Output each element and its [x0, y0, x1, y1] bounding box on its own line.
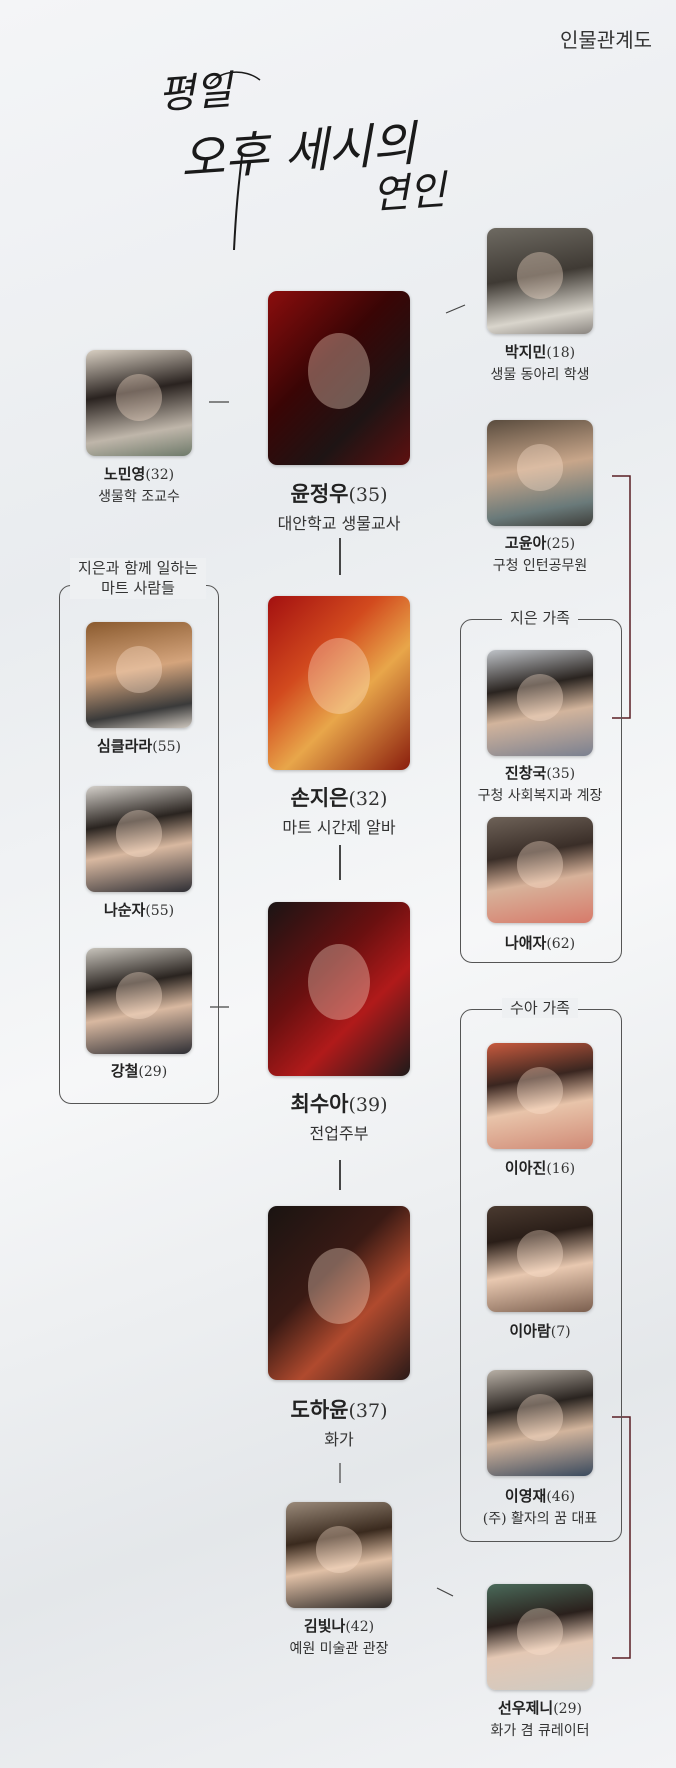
- age: (37): [348, 1400, 388, 1422]
- age: (62): [546, 936, 576, 952]
- label-na-aeja: 나애자(62): [505, 932, 575, 953]
- name: 손지은: [290, 785, 349, 810]
- label-son-jieun: 손지은(32) 마트 시간제 알바: [282, 782, 395, 838]
- name: 윤정우: [290, 481, 349, 506]
- name: 선우제니: [498, 1699, 554, 1717]
- age: (55): [145, 903, 175, 919]
- label-lee-ajin: 이아진(16): [505, 1157, 575, 1178]
- age: (7): [550, 1324, 571, 1340]
- label-jin-changguk: 진창국(35) 구청 사회복지과 계장: [478, 762, 603, 805]
- photo-sunwoo-jenny: [487, 1584, 593, 1690]
- label-kang-chul: 강철(29): [111, 1060, 167, 1081]
- photo-go-yuna: [487, 420, 593, 526]
- age: (42): [345, 1619, 375, 1635]
- jieun-family-label: 지은 가족: [502, 608, 578, 629]
- photo-lee-ajin: [487, 1043, 593, 1149]
- photo-kim-bitna: [286, 1502, 392, 1608]
- role: 생물 동아리 학생: [490, 367, 590, 383]
- name: 나순자: [103, 901, 146, 919]
- name: 이아람: [509, 1322, 551, 1340]
- photo-choi-sua: [268, 902, 410, 1076]
- label-yoon-jungwoo: 윤정우(35) 대안학교 생물교사: [278, 478, 401, 534]
- name: 심클라라: [97, 737, 153, 755]
- name: 최수아: [290, 1091, 349, 1116]
- age: (18): [546, 345, 576, 361]
- role: 화가 겸 큐레이터: [490, 1723, 590, 1739]
- photo-na-aeja: [487, 817, 593, 923]
- name: 김빛나: [303, 1617, 346, 1635]
- name: 강철: [110, 1062, 139, 1080]
- age: (32): [348, 788, 388, 810]
- photo-son-jieun: [268, 596, 410, 770]
- label-shim-clara: 심클라라(55): [97, 735, 181, 756]
- photo-kang-chul: [86, 948, 192, 1054]
- label-kim-bitna: 김빛나(42) 예원 미술관 관장: [289, 1615, 388, 1658]
- photo-shim-clara: [86, 622, 192, 728]
- photo-na-sunja: [86, 786, 192, 892]
- role: 구청 사회복지과 계장: [477, 788, 603, 804]
- name: 고윤아: [504, 534, 547, 552]
- sua-family-label: 수아 가족: [502, 998, 578, 1019]
- label-no-minyoung: 노민영(32) 생물학 조교수: [98, 463, 180, 506]
- age: (55): [152, 739, 181, 755]
- label-na-sunja: 나순자(55): [104, 899, 174, 920]
- role: 화가: [324, 1430, 354, 1449]
- name: 이영재: [504, 1487, 547, 1505]
- age: (25): [546, 536, 576, 552]
- name: 도하윤: [290, 1397, 349, 1422]
- label-choi-sua: 최수아(39) 전업주부: [291, 1088, 388, 1144]
- label-do-hayoon: 도하윤(37) 화가: [291, 1394, 388, 1450]
- title-brush-strokes: [209, 71, 261, 251]
- age: (16): [546, 1161, 576, 1177]
- photo-park-jimin: [487, 228, 593, 334]
- age: (46): [546, 1489, 576, 1505]
- mart-group-label-line2: 마트 사람들: [101, 579, 175, 598]
- mart-group-label: 지은과 함께 일하는 마트 사람들: [70, 558, 206, 599]
- age: (39): [348, 1094, 388, 1116]
- photo-do-hayoon: [268, 1206, 410, 1380]
- photo-lee-youngjae: [487, 1370, 593, 1476]
- age: (35): [546, 766, 576, 782]
- age: (35): [348, 484, 388, 506]
- label-lee-youngjae: 이영재(46) (주) 활자의 꿈 대표: [483, 1485, 597, 1528]
- name: 노민영: [103, 465, 146, 483]
- role: 대안학교 생물교사: [277, 514, 401, 533]
- photo-lee-aram: [487, 1206, 593, 1312]
- age: (32): [145, 467, 175, 483]
- role: 예원 미술관 관장: [289, 1641, 389, 1657]
- role: (주) 활자의 꿈 대표: [482, 1511, 598, 1527]
- mart-group-label-line1: 지은과 함께 일하는: [78, 559, 198, 577]
- name: 이아진: [504, 1159, 547, 1177]
- age: (29): [138, 1064, 168, 1080]
- role: 마트 시간제 알바: [282, 818, 396, 837]
- role: 전업주부: [309, 1124, 369, 1143]
- name: 진창국: [504, 764, 547, 782]
- name: 나애자: [504, 934, 547, 952]
- line-jungwoo-jimin: [445, 304, 466, 314]
- label-park-jimin: 박지민(18) 생물 동아리 학생: [490, 341, 589, 384]
- name: 박지민: [504, 343, 547, 361]
- label-lee-aram: 이아람(7): [509, 1320, 570, 1341]
- label-go-yuna: 고윤아(25) 구청 인턴공무원: [493, 532, 588, 575]
- age: (29): [553, 1701, 582, 1717]
- photo-yoon-jungwoo: [268, 291, 410, 465]
- role: 구청 인턴공무원: [492, 558, 588, 574]
- role: 생물학 조교수: [98, 489, 180, 505]
- photo-no-minyoung: [86, 350, 192, 456]
- label-sunwoo-jenny: 선우제니(29) 화가 겸 큐레이터: [490, 1697, 589, 1740]
- line-bitna-jenny: [436, 1587, 454, 1597]
- page-title: 인물관계도: [560, 28, 652, 52]
- photo-jin-changguk: [487, 650, 593, 756]
